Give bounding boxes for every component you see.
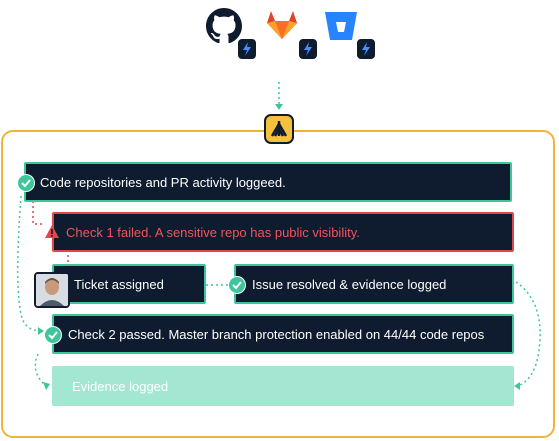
warning-icon <box>44 224 60 245</box>
step-ticket-assigned: Ticket assigned <box>52 264 206 304</box>
check-circle-icon <box>228 276 246 294</box>
github-icon <box>206 8 244 46</box>
step-check1-failed: Check 1 failed. A sensitive repo has pub… <box>52 212 514 252</box>
step-evidence-logged-label: Evidence logged <box>72 378 169 394</box>
connector-arrowhead <box>275 104 283 110</box>
app-logo-icon <box>264 114 294 144</box>
step-repos-logged-label: Code repositories and PR activity loggee… <box>40 174 286 190</box>
step-evidence-logged: Evidence logged <box>52 366 514 406</box>
connector-repos-to-check1 <box>32 196 44 225</box>
step-repos-logged: Code repositories and PR activity loggee… <box>24 162 512 202</box>
check-circle-icon <box>44 326 62 344</box>
lightning-bolt-icon <box>356 38 376 60</box>
step-check1-failed-label: Check 1 failed. A sensitive repo has pub… <box>66 224 360 240</box>
avatar <box>34 272 70 308</box>
step-ticket-assigned-label: Ticket assigned <box>74 276 164 292</box>
step-check2-passed: Check 2 passed. Master branch protection… <box>52 314 514 354</box>
check-circle-icon <box>17 174 35 192</box>
connector-resolved-to-evidence <box>515 281 541 387</box>
connector-arrowhead <box>43 382 50 390</box>
step-issue-resolved-label: Issue resolved & evidence logged <box>252 276 447 292</box>
step-issue-resolved: Issue resolved & evidence logged <box>234 264 514 304</box>
connector-repos-to-check2 <box>17 195 41 332</box>
lightning-bolt-icon <box>298 38 318 60</box>
connector-arrowhead <box>514 382 520 390</box>
connector-arrowhead <box>38 327 44 335</box>
gitlab-icon <box>264 6 302 44</box>
step-check2-passed-label: Check 2 passed. Master branch protection… <box>68 326 485 342</box>
bitbucket-icon <box>323 8 361 46</box>
lightning-bolt-icon <box>237 38 257 60</box>
